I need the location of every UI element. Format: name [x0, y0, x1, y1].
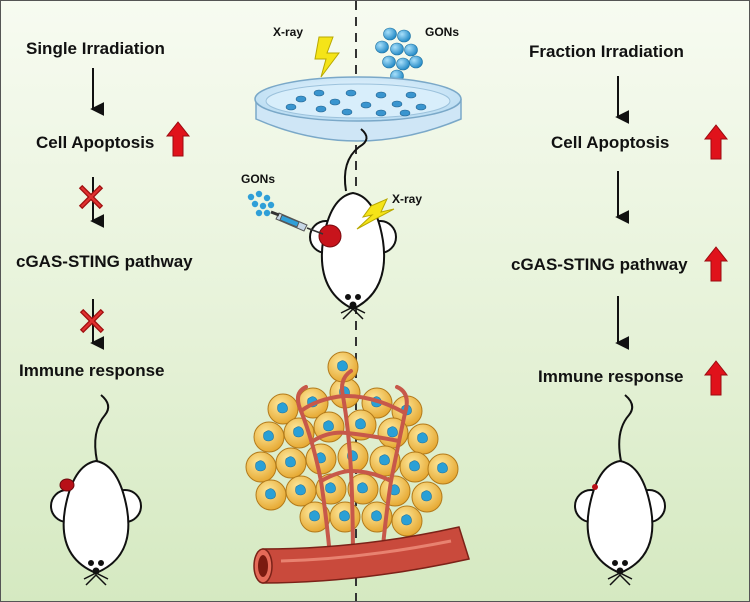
- increase-arrow-icon: [704, 246, 728, 282]
- xray-bolt-icon: [356, 198, 395, 230]
- right-step-immune-response: Immune response: [538, 367, 684, 386]
- blood-vessel-network-icon: [295, 369, 409, 569]
- left-step-immune-response: Immune response: [19, 361, 165, 380]
- tumor-small-icon: [592, 484, 598, 490]
- increase-arrow-icon: [166, 121, 190, 157]
- gons-mid-label: GONs: [241, 172, 276, 186]
- increase-arrow-icon: [704, 360, 728, 396]
- left-step-cgas-sting: cGAS-STING pathway: [16, 252, 193, 271]
- xray-bolt-icon: [314, 36, 340, 78]
- left-step-cell-apoptosis: Cell Apoptosis: [36, 133, 155, 152]
- mouse-single-irradiation-icon: [50, 394, 142, 586]
- mouse-fraction-irradiation-icon: [574, 394, 666, 586]
- blocked-cross-icon: [79, 185, 103, 209]
- gons-cluster-icon: [375, 27, 423, 83]
- right-step-fraction-irradiation: Fraction Irradiation: [529, 42, 684, 61]
- xray-mid-label: X-ray: [392, 192, 423, 206]
- gons-small-cluster-icon: [247, 190, 275, 217]
- xray-top-label: X-ray: [273, 25, 304, 39]
- tumor-icon: [318, 224, 342, 248]
- right-step-cell-apoptosis: Cell Apoptosis: [551, 133, 670, 152]
- tumor-large-icon: [59, 478, 75, 492]
- left-step-single-irradiation: Single Irradiation: [26, 39, 165, 58]
- blood-vessel-icon: [253, 526, 470, 584]
- petri-dish-icon: [254, 76, 462, 142]
- gons-top-label: GONs: [425, 25, 460, 39]
- treated-mouse-icon: [309, 128, 397, 320]
- syringe-icon: [270, 210, 324, 235]
- right-step-cgas-sting: cGAS-STING pathway: [511, 255, 688, 274]
- increase-arrow-icon: [704, 124, 728, 160]
